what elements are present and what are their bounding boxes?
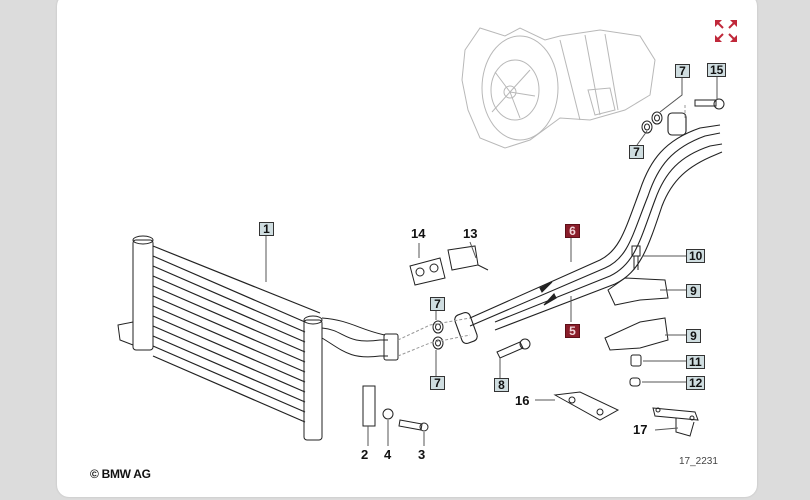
figure-number: 17_2231	[679, 456, 718, 467]
spacer-12	[629, 377, 641, 387]
transmission-housing	[461, 27, 656, 149]
line-holder-14	[409, 257, 446, 286]
callout-5[interactable]: 5	[565, 324, 580, 338]
bracket-17	[652, 407, 699, 437]
callout-15[interactable]: 15	[707, 63, 727, 77]
callout-13[interactable]: 13	[463, 226, 478, 241]
expand-arrows-icon[interactable]	[713, 18, 739, 44]
clamp-13	[447, 245, 489, 271]
callout-2[interactable]: 2	[361, 447, 369, 462]
holder-9-upper	[607, 277, 669, 306]
oil-cooler	[117, 235, 399, 441]
callout-9-lower[interactable]: 9	[686, 329, 701, 343]
seal-rings	[432, 111, 663, 350]
callout-7-rear-lower[interactable]: 7	[629, 145, 644, 159]
callout-10[interactable]: 10	[686, 249, 706, 263]
copyright-text: © BMW AG	[90, 467, 151, 481]
callout-11[interactable]: 11	[686, 355, 705, 369]
washer-4	[382, 408, 394, 420]
callout-7-front-lower[interactable]: 7	[430, 376, 445, 390]
callout-7-rear-upper[interactable]: 7	[675, 64, 690, 78]
bolt-15	[694, 98, 725, 110]
callout-6[interactable]: 6	[565, 224, 580, 238]
leader-lines	[265, 75, 718, 446]
assembly-guides	[397, 105, 686, 357]
callout-3[interactable]: 3	[418, 447, 426, 462]
callout-16[interactable]: 16	[515, 393, 530, 408]
bracket-2	[362, 385, 376, 427]
holder-9-lower	[604, 317, 669, 351]
callout-9-upper[interactable]: 9	[686, 284, 701, 298]
bolt-10	[631, 245, 641, 270]
oil-lines	[454, 112, 723, 344]
callout-7-front-upper[interactable]: 7	[430, 297, 445, 311]
bolt-3	[398, 419, 429, 432]
callout-12[interactable]: 12	[686, 376, 706, 390]
callout-17[interactable]: 17	[633, 422, 648, 437]
callout-1[interactable]: 1	[259, 222, 274, 236]
callout-8[interactable]: 8	[494, 378, 509, 392]
bolt-8	[496, 338, 531, 359]
bracket-16	[553, 391, 620, 421]
callout-4[interactable]: 4	[384, 447, 392, 462]
mount-11	[630, 354, 642, 367]
callout-14[interactable]: 14	[411, 226, 426, 241]
